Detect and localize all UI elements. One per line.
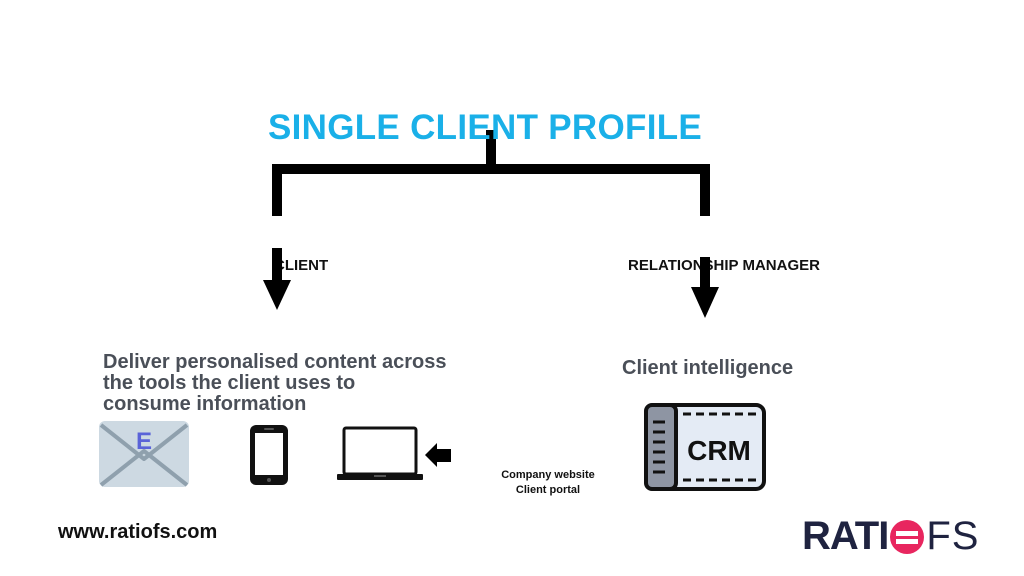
relationship-manager-label: RELATIONSHIP MANAGER	[628, 257, 820, 274]
relationship-manager-description: Client intelligence	[622, 357, 794, 379]
smartphone-icon	[250, 425, 288, 485]
channel-client-portal: Client portal	[515, 484, 581, 496]
logo-circle-icon	[890, 519, 925, 554]
pointer-arrow-icon	[425, 443, 451, 467]
client-description: Deliver personalised content across the …	[103, 352, 503, 415]
email-icon: E	[99, 421, 189, 487]
client-description-line: Deliver personalised content across	[103, 351, 447, 373]
client-down-arrow-icon	[263, 248, 291, 310]
bracket-center-stem	[486, 130, 496, 174]
channel-company-website: Company website	[501, 469, 595, 481]
channels-list: Company website Client portal	[488, 468, 608, 498]
logo-text-left: RATI	[802, 514, 889, 558]
client-description-line: the tools the client uses to	[103, 372, 356, 394]
crm-icon-text: CRM	[687, 435, 751, 466]
bracket-right-drop	[700, 164, 710, 216]
client-description-line: consume information	[103, 393, 307, 415]
ratiofs-logo: RATI FS	[802, 514, 979, 559]
bracket-left-drop	[272, 164, 282, 216]
diagram-title: SINGLE CLIENT PROFILE	[267, 108, 703, 147]
email-icon-letter: E	[136, 428, 152, 455]
website-url[interactable]: www.ratiofs.com	[58, 521, 218, 543]
client-label: CLIENT	[274, 257, 329, 274]
relationship-manager-down-arrow-icon	[691, 257, 719, 318]
laptop-icon	[337, 426, 423, 480]
crm-icon: CRM	[644, 403, 766, 491]
logo-text-right: FS	[926, 514, 980, 558]
